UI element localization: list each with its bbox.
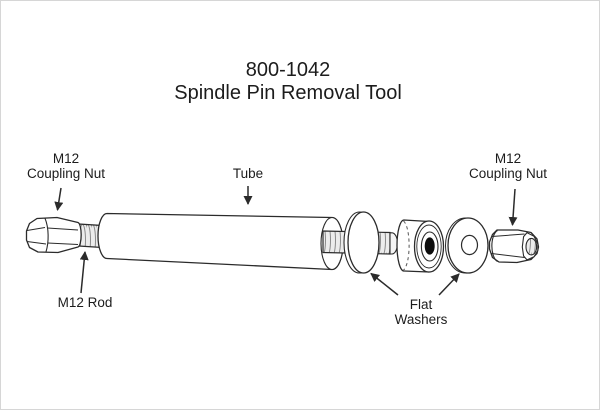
arrow-flat-washer-2 <box>438 273 460 296</box>
part-number: 800-1042 <box>245 59 331 81</box>
washer2-hole <box>460 234 479 256</box>
arrow-m12-rod <box>79 251 89 294</box>
callout-arrows <box>54 186 518 296</box>
left-coupling-nut <box>25 216 82 254</box>
left-nut-face-facets <box>26 227 47 245</box>
label-line: Tube <box>232 166 264 181</box>
right-coupling-nut <box>488 229 540 264</box>
label-flat-washers: Flat Washers <box>395 297 448 327</box>
right-nut-far-edge <box>491 230 498 262</box>
washer1-face <box>347 211 380 274</box>
label-m12-rod: M12 Rod <box>58 295 113 310</box>
label-left-coupling-nut: M12 Coupling Nut <box>27 151 105 181</box>
label-line: M12 <box>52 151 80 166</box>
label-line: Coupling Nut <box>26 166 106 181</box>
left-nut-face-edge <box>44 218 49 252</box>
spacer-hidden-edge <box>403 220 410 271</box>
label-line: M12 <box>494 151 522 166</box>
arrow-right-coupling-nut <box>508 188 518 226</box>
spacer-hole <box>424 237 435 255</box>
label-line: Washers <box>394 312 448 327</box>
label-tube: Tube <box>233 166 263 181</box>
right-nut-facets <box>491 233 525 258</box>
right-nut-threaded-hole <box>525 237 538 256</box>
label-right-coupling-nut: M12 Coupling Nut <box>469 151 547 181</box>
diagram-title: 800-1042 Spindle Pin Removal Tool <box>174 59 402 105</box>
arrow-left-coupling-nut <box>54 187 64 211</box>
tube-body <box>97 212 344 271</box>
label-line: Coupling Nut <box>468 166 548 181</box>
arrow-flat-washer-1 <box>370 272 399 296</box>
label-line: M12 Rod <box>57 295 113 310</box>
label-line: Flat <box>409 297 433 312</box>
flat-washer-1 <box>343 211 380 274</box>
left-nut-body <box>25 216 82 254</box>
spacer-rim <box>416 224 442 269</box>
left-nut-body-facets <box>47 227 79 245</box>
product-name: Spindle Pin Removal Tool <box>174 82 402 104</box>
tube <box>97 212 344 271</box>
flat-washer-2 <box>445 217 489 274</box>
spacer-cylinder <box>396 219 445 273</box>
